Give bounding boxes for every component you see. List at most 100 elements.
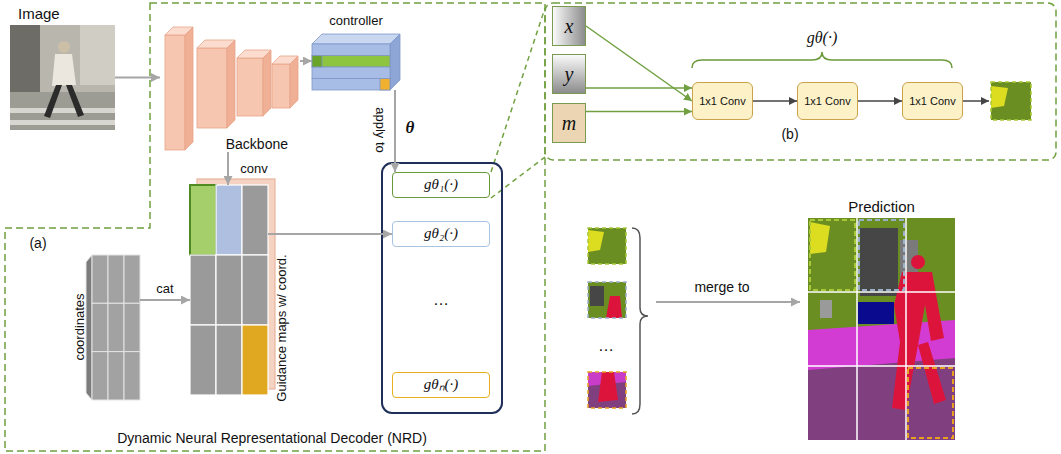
backbone-block xyxy=(237,58,263,116)
text-label: Dynamic Neural Representational Decoder … xyxy=(117,430,427,446)
backbone-block: Backbone xyxy=(160,22,300,152)
node-heading: Backbone xyxy=(226,136,288,152)
output-patch xyxy=(588,228,626,264)
coordinate-grid xyxy=(86,255,92,400)
input-box: m xyxy=(552,103,586,143)
function-box: gθₙ(·) xyxy=(392,372,490,398)
street-photo xyxy=(10,120,115,125)
function-box: gθ₂(·) xyxy=(392,221,490,247)
backbone-block xyxy=(185,27,193,150)
text-label: (a) xyxy=(29,235,46,251)
street-photo xyxy=(10,108,115,113)
box-text: 1x1 Conv xyxy=(800,95,854,108)
node-heading: Guidance maps w/ coord. xyxy=(275,254,290,401)
guidance-grid xyxy=(216,325,242,395)
output-arrow xyxy=(960,100,989,102)
input-box: y xyxy=(552,54,586,94)
edge-label: cat xyxy=(156,281,173,296)
segmentation-map xyxy=(905,218,907,440)
box-text: gθ₂(·) xyxy=(420,225,462,242)
controller-block xyxy=(312,67,390,79)
region-outline xyxy=(5,3,545,451)
segmentation-map xyxy=(911,255,925,269)
backbone-block xyxy=(290,56,298,108)
output-patch xyxy=(991,82,1031,120)
backbone-block xyxy=(263,50,271,116)
segmentation-map xyxy=(908,368,953,438)
coordinate-grid xyxy=(108,352,124,400)
box-text: 1x1 Conv xyxy=(905,95,959,108)
connector-arrow xyxy=(140,299,190,301)
segmentation-map xyxy=(808,365,955,367)
segmentation-map xyxy=(808,218,955,440)
image-frame: Image xyxy=(10,25,115,130)
coordinate-grid xyxy=(124,303,140,351)
edge-label: conv xyxy=(240,161,267,176)
controller-block xyxy=(312,56,390,68)
node-heading: Prediction xyxy=(848,198,915,215)
coordinate-grid xyxy=(92,352,108,400)
output-patch xyxy=(588,282,626,318)
zoom-line xyxy=(491,157,545,198)
edge-label: apply to xyxy=(373,107,388,153)
box-text: gθₙ(·) xyxy=(420,376,463,393)
conv-box: 1x1 Conv xyxy=(902,82,963,120)
coordinate-grid xyxy=(108,303,124,351)
backbone-block xyxy=(197,48,227,128)
node-heading: controller xyxy=(329,14,382,29)
box-text: 1x1 Conv xyxy=(695,95,749,108)
guidance-grid xyxy=(190,185,216,255)
controller-block xyxy=(312,44,390,56)
output-patch xyxy=(606,296,622,318)
controller-block: controller xyxy=(312,32,400,90)
segmentation-map xyxy=(918,342,946,404)
guidance-grid xyxy=(242,255,268,325)
output-patch xyxy=(588,372,626,408)
connector-arrow xyxy=(586,87,692,89)
output-patch xyxy=(588,230,604,252)
controller-block xyxy=(390,34,400,90)
conv-box: 1x1 Conv xyxy=(692,82,753,120)
region-outline xyxy=(545,3,1056,160)
coordinate-grid xyxy=(124,352,140,400)
zoom-line xyxy=(491,8,545,198)
brace xyxy=(692,52,952,68)
controller-block xyxy=(312,56,322,68)
connector-arrow xyxy=(586,26,692,101)
segmentation-map xyxy=(808,291,955,293)
street-photo xyxy=(58,41,70,53)
conv-box: 1x1 Conv xyxy=(797,82,858,120)
segmentation-map: Prediction xyxy=(808,218,955,440)
controller-block xyxy=(312,34,400,90)
output-patch xyxy=(598,372,618,402)
connector-arrow xyxy=(115,77,160,79)
connector-arrow xyxy=(753,100,797,102)
street-photo xyxy=(44,85,62,118)
output-patch xyxy=(588,228,626,264)
text-label: … xyxy=(433,291,449,309)
coordinate-grid xyxy=(108,255,124,303)
guidance-grid: Guidance maps w/ coord. xyxy=(190,185,268,395)
segmentation-map xyxy=(858,302,894,324)
street-photo xyxy=(10,25,40,95)
connector-arrow xyxy=(300,60,312,62)
node-heading: Image xyxy=(18,5,60,22)
zoom-line xyxy=(491,8,545,172)
output-patch xyxy=(588,228,626,408)
output-patch xyxy=(991,82,1031,120)
function-box: gθ₁(·) xyxy=(392,172,490,198)
backbone-block xyxy=(227,40,235,128)
box-text: m xyxy=(558,112,580,135)
box-text: y xyxy=(561,63,578,86)
street-photo xyxy=(80,25,115,85)
controller-block xyxy=(312,79,390,91)
segmentation-map xyxy=(820,300,832,318)
street-photo xyxy=(10,25,115,130)
box-text: x xyxy=(561,15,578,38)
brace xyxy=(632,228,648,414)
segmentation-map xyxy=(810,220,855,290)
text-label: gθ(·) xyxy=(807,29,838,47)
output-patch xyxy=(588,282,626,318)
